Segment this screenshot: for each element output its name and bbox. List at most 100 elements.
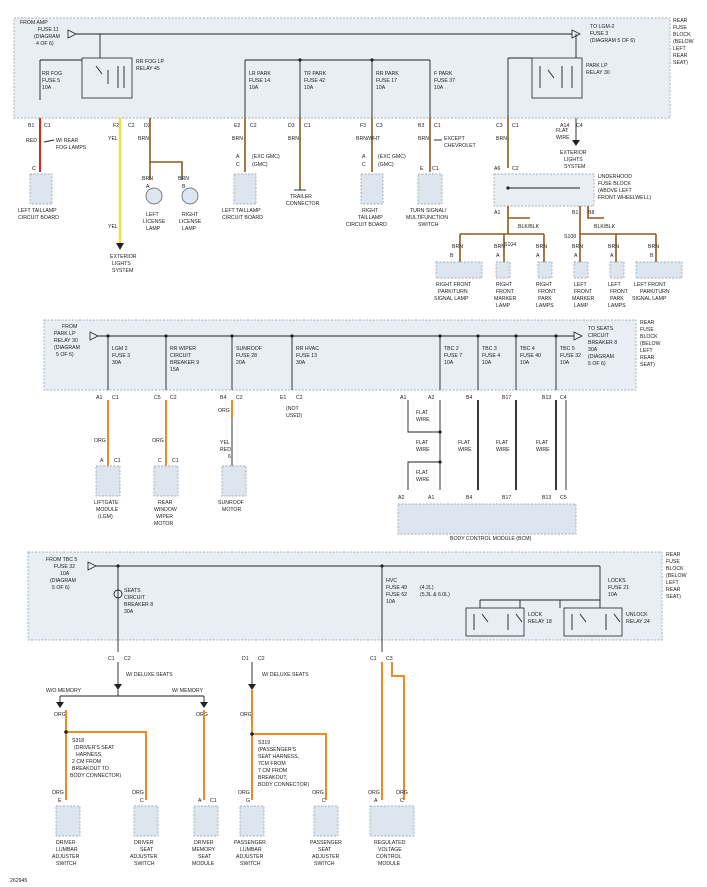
- seats-cb-label: SEATS CIRCUIT BREAKER 8 30A: [124, 588, 153, 615]
- svg-text:CIRCUIT: CIRCUIT: [588, 333, 610, 339]
- svg-text:ORG: ORG: [396, 790, 408, 796]
- svg-text:10A: 10A: [444, 360, 454, 366]
- top-section: FROM AMP FUSE 11 (DIAGRAM 4 OF 6) TO LGM…: [13, 17, 694, 309]
- svg-text:C1: C1: [432, 166, 439, 172]
- svg-text:BREAKER 9: BREAKER 9: [170, 360, 199, 366]
- svg-text:5 OF 6): 5 OF 6): [56, 352, 74, 358]
- svg-text:CIRCUIT BOARD: CIRCUIT BOARD: [346, 222, 387, 228]
- svg-text:FUSE 4: FUSE 4: [482, 353, 500, 359]
- svg-text:SIGNAL LAMP: SIGNAL LAMP: [632, 296, 667, 302]
- svg-text:WINDOW: WINDOW: [154, 507, 177, 513]
- svg-text:SYSTEM: SYSTEM: [112, 268, 133, 274]
- svg-text:FUSE 11: FUSE 11: [38, 27, 59, 33]
- svg-text:EXTERIOR: EXTERIOR: [110, 254, 137, 260]
- left-taillamp-board-1: [29, 173, 53, 205]
- svg-text:FUSE 49: FUSE 49: [386, 585, 407, 591]
- svg-text:LAMP: LAMP: [496, 303, 511, 309]
- middle-block-label: REAR FUSE BLOCK (BELOW LEFT REAR SEAT): [640, 320, 661, 368]
- svg-text:DRIVER: DRIVER: [56, 840, 76, 846]
- svg-text:C3: C3: [386, 656, 393, 662]
- svg-text:(DIAGRAM: (DIAGRAM: [588, 354, 614, 360]
- svg-text:B3: B3: [418, 123, 424, 129]
- left-taillamp-2-label: LEFT TAILLAMP CIRCUIT BOARD: [222, 208, 263, 221]
- svg-text:C1: C1: [370, 656, 377, 662]
- svg-text:10A: 10A: [520, 360, 530, 366]
- svg-text:C: C: [158, 458, 162, 464]
- svg-text:C: C: [236, 162, 240, 168]
- svg-text:MOTOR: MOTOR: [222, 507, 241, 513]
- svg-text:(NOT: (NOT: [286, 406, 300, 412]
- svg-text:30A: 30A: [296, 360, 306, 366]
- svg-text:10A: 10A: [386, 599, 396, 605]
- svg-text:B4: B4: [220, 395, 226, 401]
- svg-text:15A: 15A: [170, 367, 180, 373]
- svg-text:B17: B17: [502, 495, 511, 501]
- svg-text:RIGHT FRONT: RIGHT FRONT: [436, 282, 472, 288]
- top-fuse-block: [13, 17, 671, 119]
- svg-text:SEAT: SEAT: [140, 847, 154, 853]
- svg-text:E: E: [58, 798, 62, 804]
- svg-text:(DIAGRAM: (DIAGRAM: [54, 345, 80, 351]
- svg-text:RELAY 24: RELAY 24: [626, 619, 650, 625]
- svg-text:C1: C1: [210, 798, 217, 804]
- f-park-fuse-label: F PARK FUSE 37 10A: [434, 71, 455, 91]
- svg-text:FUSE 37: FUSE 37: [434, 78, 455, 84]
- svg-text:FUSE 32: FUSE 32: [54, 564, 75, 570]
- svg-text:A: A: [198, 798, 202, 804]
- svg-text:BREAKER 8: BREAKER 8: [124, 602, 153, 608]
- svg-text:LEFT: LEFT: [666, 580, 680, 586]
- svg-text:ADJUSTER: ADJUSTER: [312, 854, 340, 860]
- svg-text:A2: A2: [428, 395, 434, 401]
- svg-text:10A: 10A: [60, 571, 70, 577]
- svg-text:A2: A2: [398, 495, 404, 501]
- svg-text:C2: C2: [258, 656, 265, 662]
- svg-text:(DIAGRAM: (DIAGRAM: [50, 578, 76, 584]
- svg-text:PARK LP: PARK LP: [54, 331, 76, 337]
- svg-text:FUSE 3: FUSE 3: [590, 31, 608, 37]
- bottom-block-label: REAR FUSE BLOCK (BELOW LEFT REAR SEAT): [666, 552, 687, 600]
- engine-label: (4.2L) (5.3L & 6.0L): [420, 585, 450, 598]
- svg-text:A: A: [100, 458, 104, 464]
- svg-text:C2: C2: [250, 123, 257, 129]
- svg-text:REAR: REAR: [640, 320, 655, 326]
- body-control-module: [397, 503, 577, 535]
- svg-text:RED: RED: [220, 447, 231, 453]
- svg-text:TAILLAMP: TAILLAMP: [358, 215, 383, 221]
- svg-text:BRN: BRN: [142, 176, 153, 182]
- svg-text:C1: C1: [512, 123, 519, 129]
- svg-text:LICENSE: LICENSE: [179, 219, 202, 225]
- left-front-park-label: LEFT FRONT PARK LAMPS: [608, 282, 629, 309]
- top-from-amp-label: FROM AMP FUSE 11 (DIAGRAM 4 OF 6): [20, 20, 60, 47]
- svg-text:TBC 3: TBC 3: [482, 346, 497, 352]
- svg-text:C1: C1: [44, 123, 51, 129]
- red-wire-label: RED: [26, 138, 37, 144]
- svg-text:C1: C1: [114, 458, 121, 464]
- svg-text:C: C: [140, 798, 144, 804]
- svg-text:BREAKOUT TO: BREAKOUT TO: [72, 766, 109, 772]
- svg-text:10A: 10A: [42, 85, 52, 91]
- svg-text:WIRE: WIRE: [416, 417, 430, 423]
- svg-text:BRN: BRN: [232, 136, 243, 142]
- svg-text:LEFT: LEFT: [146, 212, 160, 218]
- svg-text:SEAT): SEAT): [673, 60, 688, 66]
- svg-text:FLAT: FLAT: [416, 410, 429, 416]
- svg-text:SUNROOF: SUNROOF: [218, 500, 244, 506]
- right-taillamp-board: [360, 173, 384, 205]
- svg-text:FUSE 21: FUSE 21: [608, 585, 629, 591]
- svg-text:W/ REAR: W/ REAR: [56, 138, 78, 144]
- left-front-marker-lamp: [573, 261, 589, 279]
- svg-text:A: A: [374, 798, 378, 804]
- svg-text:C3: C3: [376, 123, 383, 129]
- svg-text:ORG: ORG: [132, 790, 144, 796]
- svg-text:CHEVROLET: CHEVROLET: [444, 143, 477, 149]
- sunroof-label: SUNROOF MOTOR: [218, 500, 244, 513]
- svg-text:ORG: ORG: [94, 438, 106, 444]
- svg-text:RR FOG LP: RR FOG LP: [136, 59, 164, 65]
- svg-text:FRONT: FRONT: [496, 289, 515, 295]
- left-front-marker-label: LEFT FRONT MARKER LAMP: [572, 282, 594, 309]
- svg-text:SWITCH: SWITCH: [134, 861, 155, 867]
- svg-text:FUSE 32: FUSE 32: [560, 353, 581, 359]
- lr-park-fuse-label: LR PARK FUSE 14 10A: [249, 71, 271, 91]
- svg-text:REAR: REAR: [158, 500, 173, 506]
- unlock-relay: [563, 607, 623, 637]
